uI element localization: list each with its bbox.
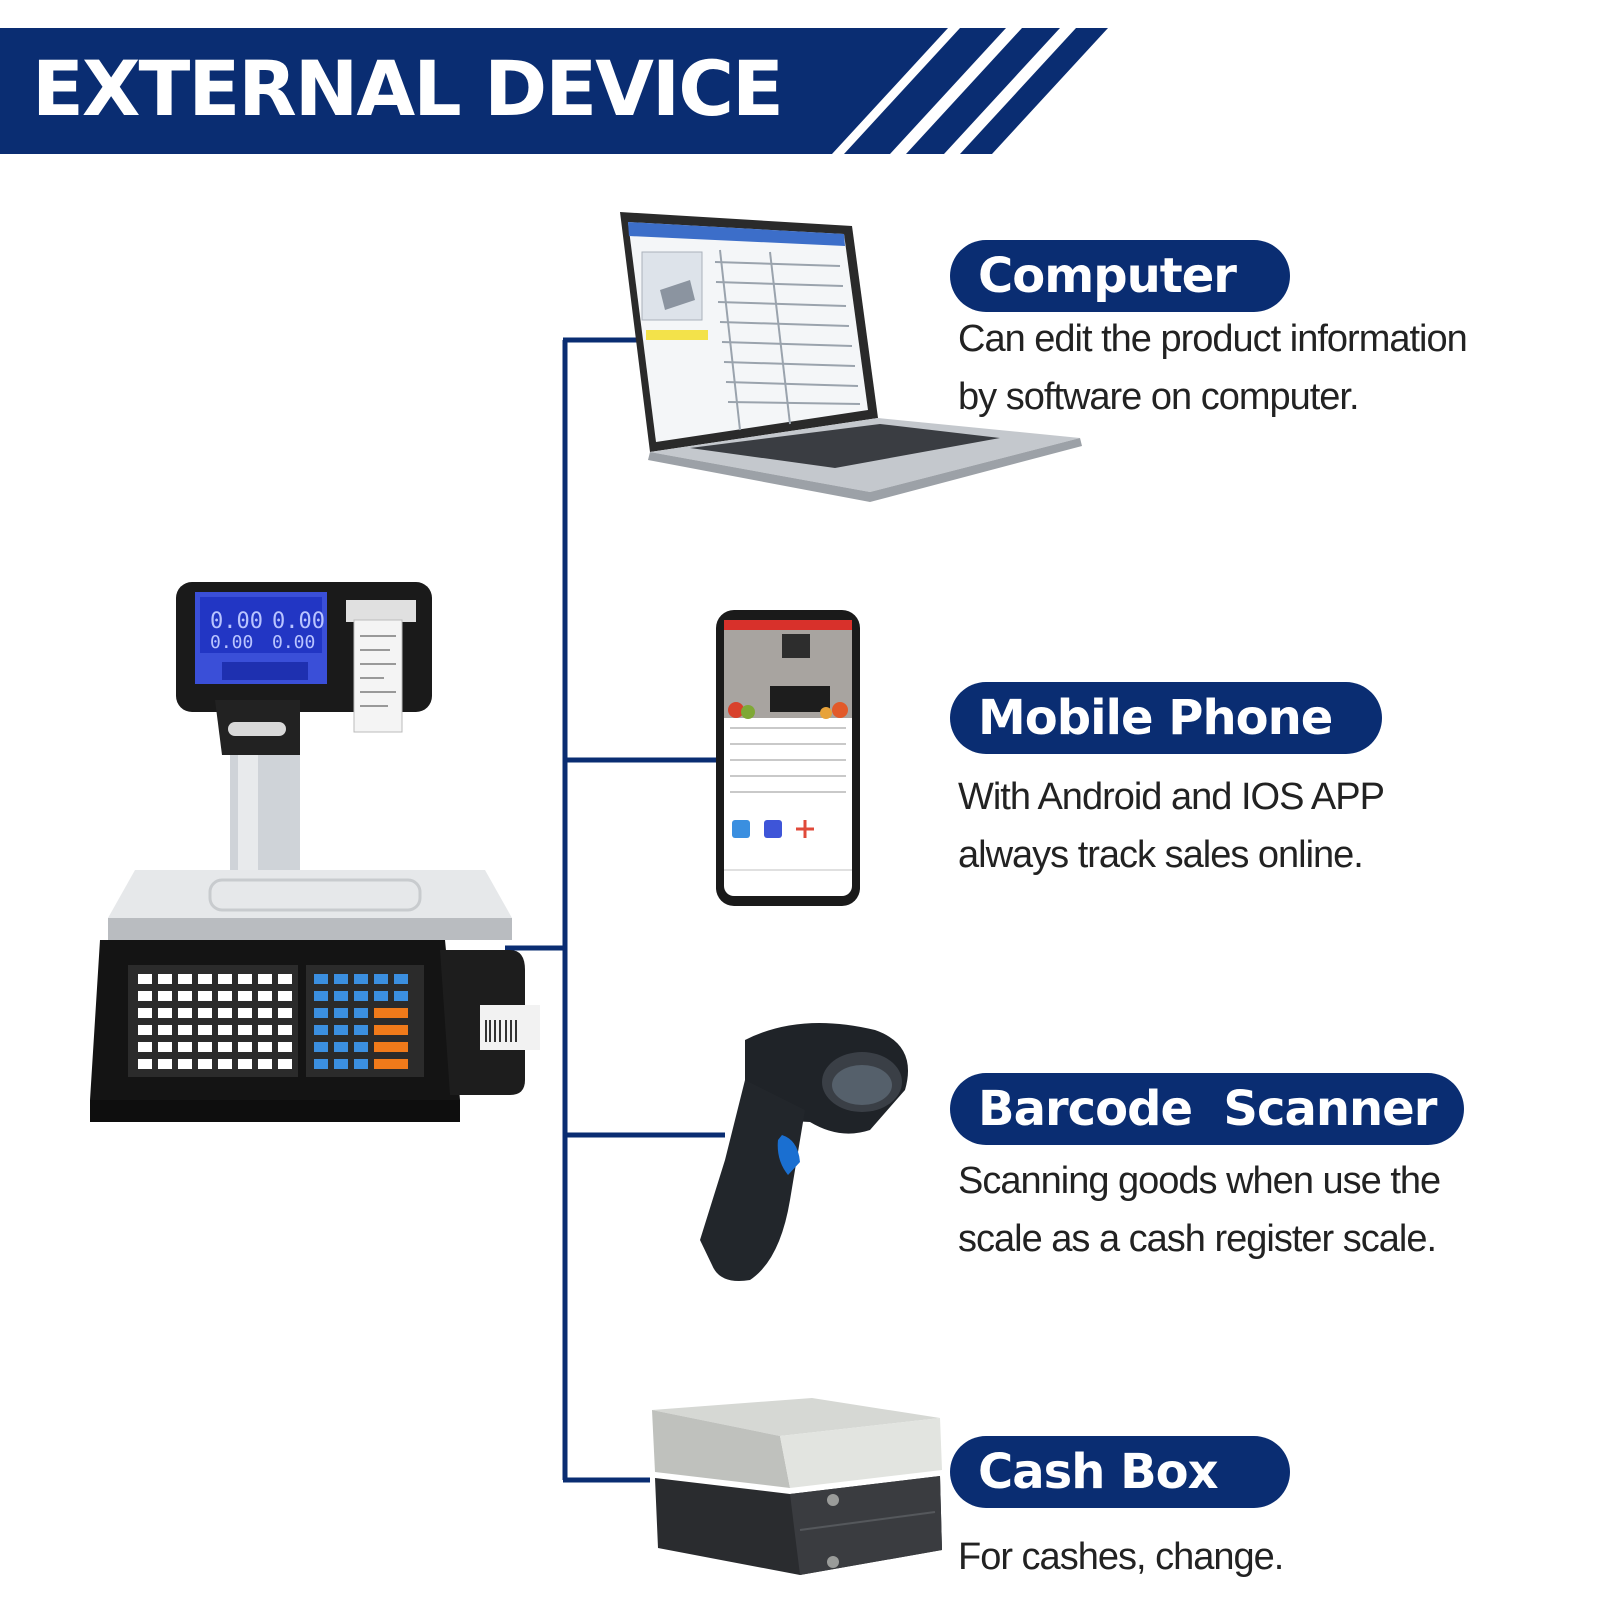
computer-description-line-1: Can edit the product information [958,318,1468,360]
cash-box-label: Cash Box [950,1436,1290,1508]
mobile-phone-description: With Android and IOS APP always track sa… [958,768,1578,884]
computer-description: Can edit the product information by soft… [958,310,1578,426]
banner-stripes-icon [0,28,1108,154]
computer-description-line-2: by software on computer. [958,376,1360,418]
svg-text:0.00: 0.00 [210,609,263,634]
page-title: EXTERNAL DEVICE [32,44,784,133]
svg-text:0.00: 0.00 [272,632,315,653]
cash-box-description: For cashes, change. [958,1528,1578,1586]
svg-text:0.00: 0.00 [210,632,253,653]
mobile-phone-description-line-2: always track sales online. [958,834,1364,876]
cash-box-description-line-1: For cashes, change. [958,1536,1284,1578]
mobile-phone-description-line-1: With Android and IOS APP [958,776,1385,818]
barcode-scanner-description-line-2: scale as a cash register scale. [958,1218,1437,1260]
barcode-scanner-label: Barcode Scanner [950,1073,1464,1145]
barcode-scanner-description-line-1: Scanning goods when use the [958,1160,1441,1202]
header-banner: EXTERNAL DEVICE [0,0,1600,170]
mobile-phone-label: Mobile Phone [950,682,1382,754]
computer-label: Computer [950,240,1290,312]
svg-text:0.00: 0.00 [272,609,325,634]
barcode-scanner-description: Scanning goods when use the scale as a c… [958,1152,1578,1268]
